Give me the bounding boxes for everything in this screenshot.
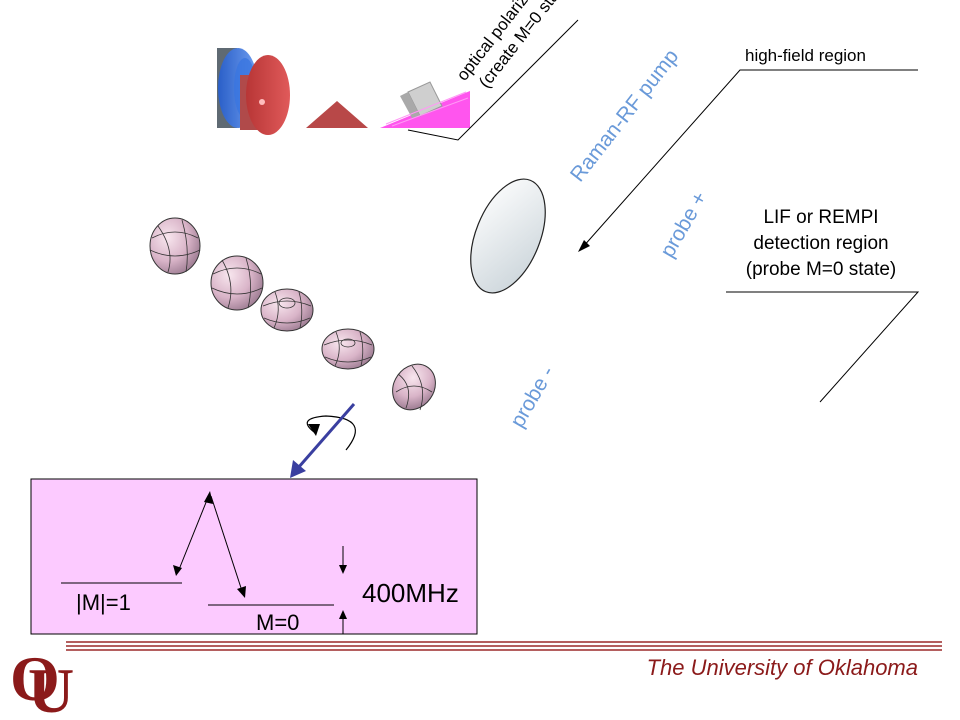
raman-lens <box>470 178 546 294</box>
ou-logo: O U <box>10 643 74 720</box>
ou-logo-u: U <box>28 655 74 720</box>
rotation-arrow <box>306 415 356 451</box>
splitting-arrowhead-bottom <box>339 610 347 619</box>
lif-pointer <box>726 291 920 403</box>
lif-line-1: LIF or REMPI <box>763 207 879 228</box>
energy-panel-background <box>30 478 478 635</box>
lif-line-3: (probe M=0 state) <box>745 259 897 280</box>
grating-block-top <box>400 92 420 118</box>
ou-logo-o: O <box>10 643 60 714</box>
propagation-arrow <box>296 403 356 469</box>
high-field-pointer <box>581 69 918 249</box>
lif-detection-label: LIF or REMPI detection region (probe M=0… <box>716 205 926 283</box>
high-field-arrowhead <box>578 240 590 252</box>
propagation-arrowhead <box>290 460 306 478</box>
molecule-sequence <box>149 217 436 411</box>
molecule-3 <box>260 288 314 332</box>
molecule-4 <box>321 328 375 370</box>
optical-label-pointer <box>407 19 579 141</box>
lif-line-2: detection region <box>753 233 889 254</box>
footer-rule <box>66 641 942 651</box>
optical-elements <box>217 48 470 135</box>
splitting-label: 400MHz <box>362 578 459 608</box>
transition-up-tailhead <box>173 565 182 576</box>
red-waveplate-disc <box>246 55 290 135</box>
university-name: The University of Oklahoma <box>646 655 918 680</box>
transition-up-arrow <box>177 494 210 573</box>
molecule-1 <box>149 217 201 275</box>
molecule-5 <box>392 363 436 411</box>
grating-line <box>385 91 467 125</box>
level-m0-label: M=0 <box>256 610 300 635</box>
transition-down-arrow <box>210 495 244 595</box>
transition-down-arrowhead <box>237 586 246 598</box>
level-m1-label: |M|=1 <box>76 590 131 615</box>
red-prism <box>306 101 368 128</box>
molecule-2 <box>210 255 264 311</box>
splitting-arrowhead-top <box>339 565 347 574</box>
rotation-arrowhead <box>308 424 320 436</box>
red-waveplate-dot <box>259 99 265 105</box>
grating-line <box>391 97 469 127</box>
energy-level-panel <box>30 478 478 635</box>
high-field-region-label: high-field region <box>745 46 866 65</box>
transition-up-arrowhead <box>204 491 213 504</box>
